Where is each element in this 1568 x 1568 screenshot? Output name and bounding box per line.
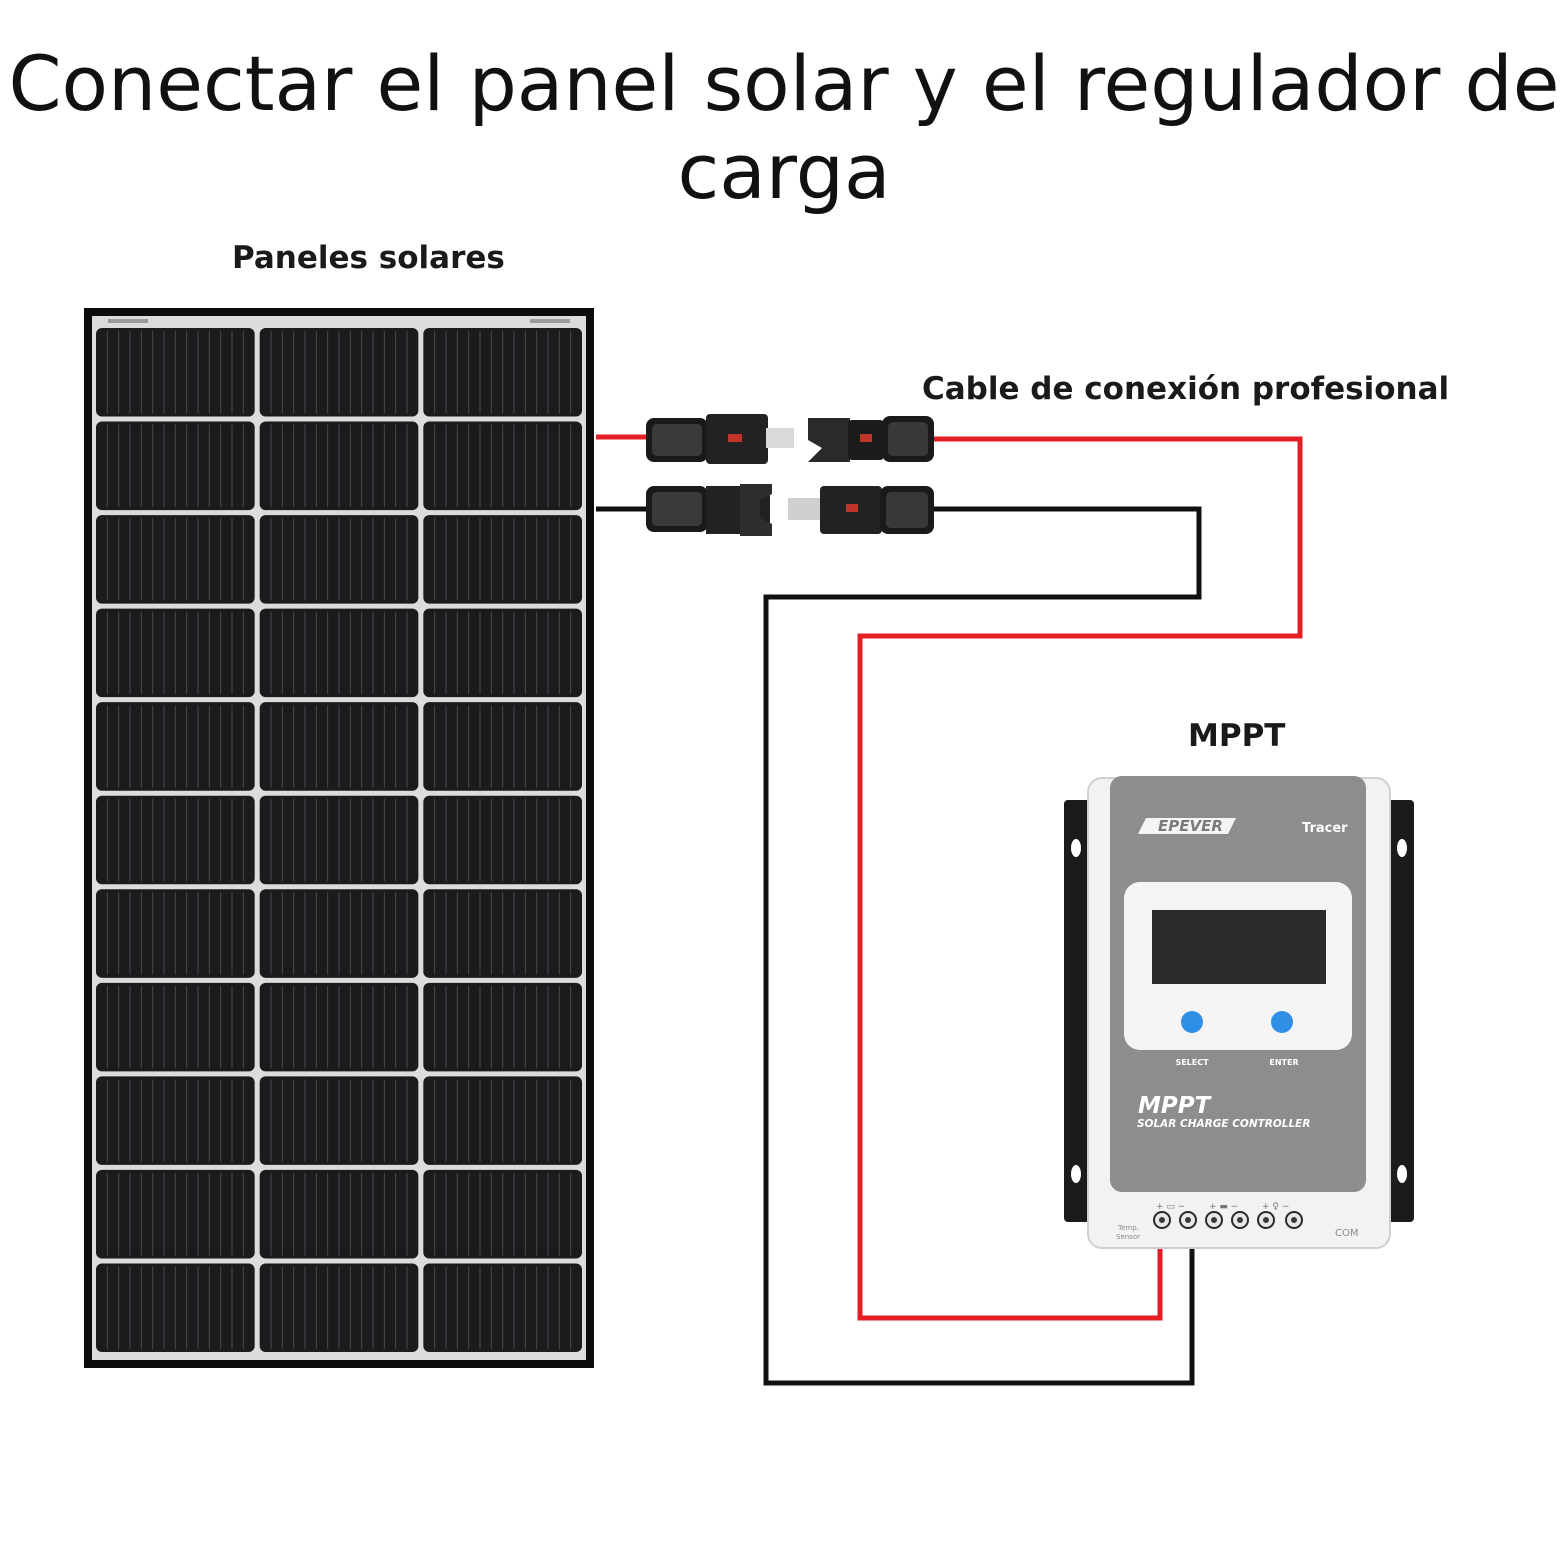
enter-button[interactable] (1271, 1011, 1293, 1033)
wires (596, 434, 1303, 1386)
positive-cable (857, 436, 1303, 1321)
cable-label: Cable de conexión profesional (922, 371, 1450, 407)
solar-panel (84, 308, 594, 1368)
mppt-label: MPPT (1188, 718, 1286, 754)
lcd-screen (1152, 910, 1326, 984)
select-button[interactable] (1181, 1011, 1203, 1033)
model-label: Tracer (1302, 821, 1348, 836)
panel-label-sticker (108, 319, 148, 323)
connector-negative-cable (788, 486, 934, 534)
negative-cable (763, 506, 1202, 1386)
enter-label: ENTER (1269, 1058, 1298, 1067)
page-title: Conectar el panel solar y el regulador d… (8, 39, 1560, 216)
temp-sensor-label-1: Temp. (1117, 1224, 1139, 1232)
terminal-battery-symbol: + ▬ − (1209, 1202, 1238, 1212)
brand-logo: EPEVER (1158, 817, 1223, 835)
temp-sensor-label-2: Sensor (1116, 1233, 1140, 1241)
select-label: SELECT (1175, 1058, 1209, 1067)
mppt-controller: EPEVER Tracer SELECT ENTER MPPT SOLAR CH… (1064, 776, 1414, 1249)
controller-type-label: MPPT (1138, 1093, 1213, 1119)
connector-positive-panel (646, 414, 794, 464)
solar-panels-label: Paneles solares (232, 240, 505, 276)
connector-negative-panel (646, 484, 772, 536)
controller-subtitle: SOLAR CHARGE CONTROLLER (1137, 1118, 1310, 1130)
panel-logo-sticker (530, 319, 570, 323)
connector-positive-cable (808, 416, 934, 462)
terminal-pv-symbol: + ▭ − (1156, 1202, 1185, 1212)
com-port-label: COM (1335, 1228, 1358, 1239)
mc4-connectors (646, 414, 934, 536)
terminal-row (1153, 1211, 1303, 1229)
terminal-load-symbol: + ♀ − (1262, 1202, 1289, 1212)
panel-cells (96, 328, 582, 1352)
